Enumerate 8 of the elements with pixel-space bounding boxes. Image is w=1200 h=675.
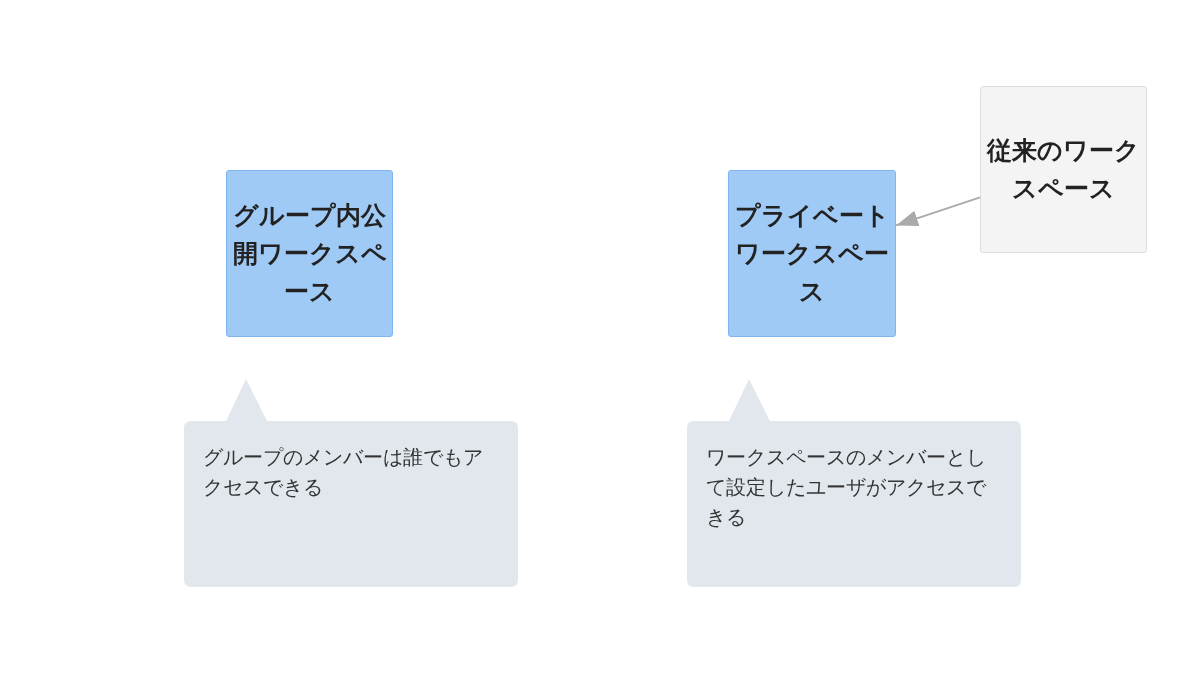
workspace-box: グループ内公開ワークスペース <box>226 170 393 337</box>
speech-bubble <box>687 379 1021 587</box>
arrow <box>895 196 981 228</box>
workspace-box: プライベートワークスペース <box>728 170 896 337</box>
callout-text: ワークスペースのメンバーとして設定したユーザがアクセスできる <box>706 444 987 531</box>
workspace-box: 従来のワークスペース <box>980 86 1147 253</box>
callout-text: グループのメンバーは誰でもアクセスできる <box>203 444 484 501</box>
speech-bubble <box>184 379 518 587</box>
